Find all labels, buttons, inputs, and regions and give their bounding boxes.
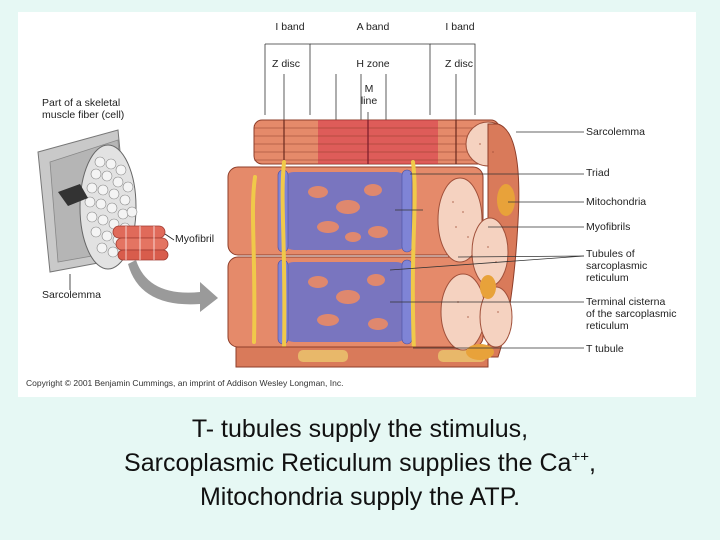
mitochondria-icon [466,184,515,360]
myofibril-cross-sections [437,123,520,360]
label-i-band-left: I band [275,21,305,33]
label-sarcolemma-right: Sarcolemma [586,126,645,138]
label-myofibril: Myofibril [175,233,215,245]
caption-line-1: T- tubules supply the stimulus, [191,415,529,443]
label-triad: Triad [586,167,610,179]
fiber-cross-section [37,129,218,312]
label-z-disc-left: Z disc [271,58,301,70]
label-tubules-3: reticulum [586,272,629,284]
label-mitochondria: Mitochondria [586,196,647,208]
caption-line-3: Mitochondria supply the ATP. [199,483,521,511]
label-part-of-fiber-1: Part of a skeletal [42,97,121,109]
label-t-tubule: T tubule [586,343,624,355]
caption-line-2: Sarcoplasmic Reticulum supplies the Ca++… [0,446,720,480]
calcium-charge-superscript: ++ [571,448,589,466]
label-a-band: A band [356,21,390,33]
label-h-zone: H zone [356,58,390,70]
label-terminal-cisterna-1: Terminal cisterna [586,296,666,308]
caption-line-2-text: Sarcoplasmic Reticulum supplies the Ca [124,449,572,477]
label-terminal-cisterna-3: reticulum [586,320,629,332]
right-leader-lines [389,131,585,349]
band-guide-lines [264,43,476,122]
top-myofibril [253,119,511,167]
label-z-disc-right: Z disc [444,58,474,70]
label-m-line-1: M [364,83,374,95]
label-sarcolemma-left: Sarcolemma [42,289,101,301]
myofibril-pulled-out [112,225,175,261]
copyright-notice: Copyright © 2001 Benjamin Cummings, an i… [26,378,344,388]
label-tubules-1: Tubules of [586,248,635,260]
zoom-arrow-icon [128,260,218,312]
caption-line-2-comma: , [589,449,596,477]
label-terminal-cisterna-2: of the sarcoplasmic [586,308,677,320]
muscle-fiber-diagram: I band A band I band Z disc H zone Z dis… [18,12,696,397]
reticulum-myofibrils [227,160,489,368]
label-m-line-2: line [360,95,378,107]
label-part-of-fiber-2: muscle fiber (cell) [42,109,125,121]
slide-caption: T- tubules supply the stimulus, Sarcopla… [0,412,720,514]
diagram-artwork [37,43,585,368]
label-myofibrils: Myofibrils [586,221,631,233]
label-tubules-2: sarcoplasmic [586,260,648,272]
label-i-band-right: I band [445,21,475,33]
